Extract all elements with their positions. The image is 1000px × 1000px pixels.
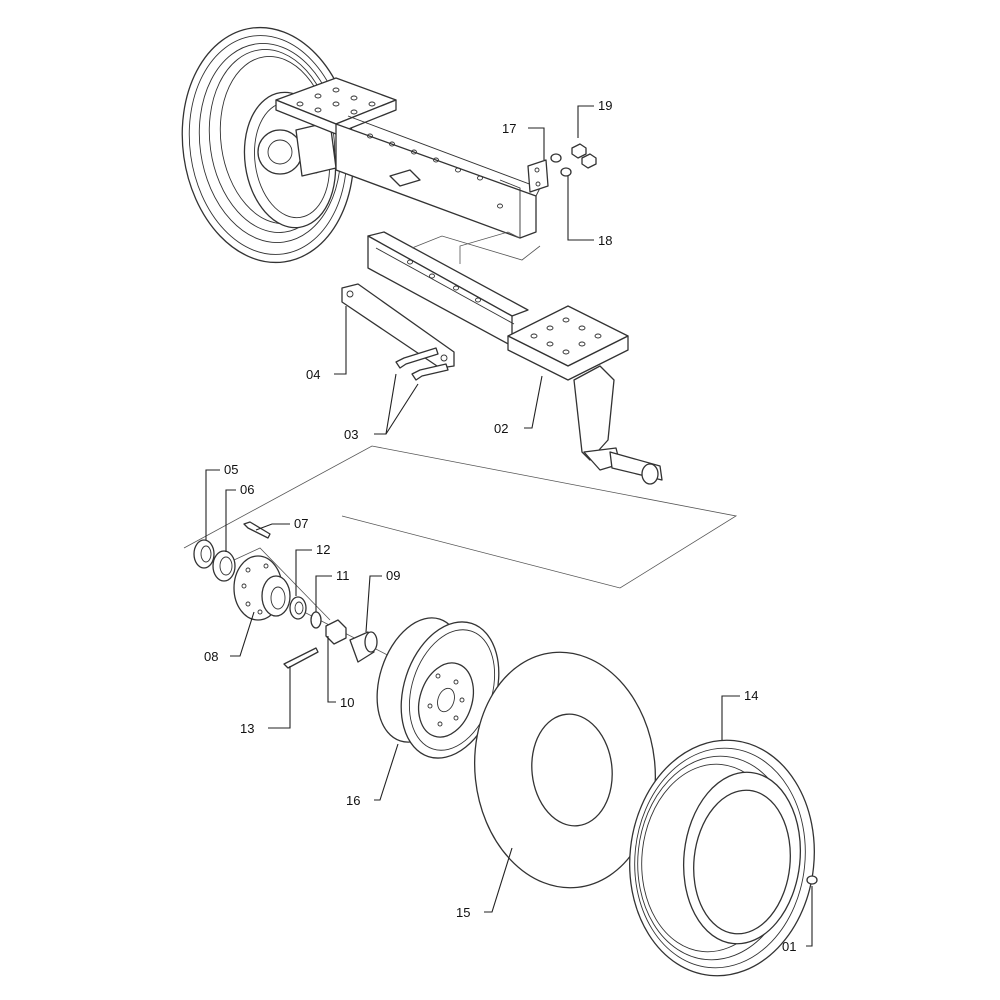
callout-14: 14 xyxy=(744,688,758,703)
inner-tube-15 xyxy=(473,651,657,889)
washer-18 xyxy=(550,153,572,177)
callout-02: 02 xyxy=(494,421,508,436)
bolt-03 xyxy=(395,347,449,381)
callout-13: 13 xyxy=(240,721,254,736)
callout-07: 07 xyxy=(294,516,308,531)
callout-05: 05 xyxy=(224,462,238,477)
callout-16: 16 xyxy=(346,793,360,808)
cotter-pin-13 xyxy=(283,647,319,669)
tire-14 xyxy=(629,739,815,977)
callout-labels: 19 17 18 04 03 02 05 06 07 12 11 09 08 1… xyxy=(204,98,796,954)
leader-lines xyxy=(205,105,813,947)
hub-cap-09 xyxy=(349,631,378,663)
callout-03: 03 xyxy=(344,427,358,442)
valve-01 xyxy=(806,875,818,885)
callout-04: 04 xyxy=(306,367,320,382)
callout-06: 06 xyxy=(240,482,254,497)
seal-05 xyxy=(193,539,215,569)
top-axle-beam xyxy=(275,77,541,239)
callout-08: 08 xyxy=(204,649,218,664)
callout-10: 10 xyxy=(340,695,354,710)
callout-17: 17 xyxy=(502,121,516,136)
callout-01: 01 xyxy=(782,939,796,954)
rim-16 xyxy=(376,617,500,759)
bracket-04 xyxy=(341,283,455,369)
top-wheel-assembly xyxy=(181,26,355,264)
hub-08 xyxy=(233,555,291,621)
callout-12: 12 xyxy=(316,542,330,557)
bearing-06 xyxy=(212,550,236,582)
callout-15: 15 xyxy=(456,905,470,920)
washer-11 xyxy=(310,611,322,629)
callout-09: 09 xyxy=(386,568,400,583)
bearing-12 xyxy=(289,596,307,620)
nut-19 xyxy=(571,143,597,169)
callout-11: 11 xyxy=(336,568,350,583)
castle-nut-10 xyxy=(325,619,347,645)
clamp-plate-17 xyxy=(527,159,549,193)
callout-19: 19 xyxy=(598,98,612,113)
axle-beam-02 xyxy=(367,231,663,485)
callout-18: 18 xyxy=(598,233,612,248)
